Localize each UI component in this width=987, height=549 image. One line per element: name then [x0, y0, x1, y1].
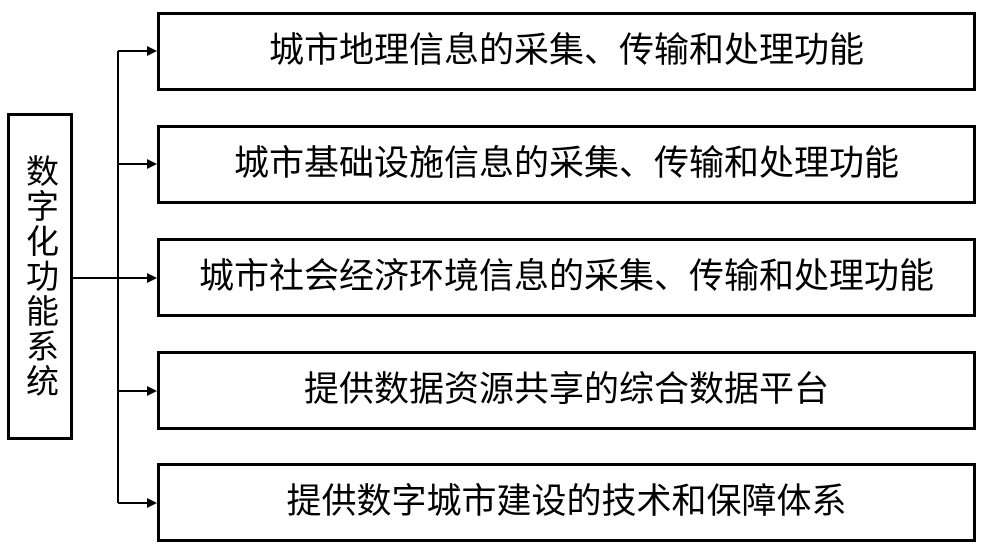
function-label-support-system: 提供数字城市建设的技术和保障体系 [286, 482, 847, 522]
root-node: 数字化功能系统 [7, 113, 73, 440]
function-box-socioeconomic: 城市社会经济环境信息的采集、传输和处理功能 [157, 238, 976, 317]
arrow-head-4 [147, 386, 157, 396]
arrow-head-5 [147, 498, 157, 508]
arrow-head-1 [147, 46, 157, 56]
arrow-head-3 [147, 273, 157, 283]
arrow-head-2 [147, 159, 157, 169]
function-label-geographic: 城市地理信息的采集、传输和处理功能 [268, 31, 864, 71]
function-label-infrastructure: 城市基础设施信息的采集、传输和处理功能 [233, 144, 899, 184]
function-box-data-platform: 提供数据资源共享的综合数据平台 [157, 351, 976, 430]
root-node-label: 数字化功能系统 [20, 154, 60, 399]
function-label-data-platform: 提供数据资源共享的综合数据平台 [303, 370, 829, 410]
function-label-socioeconomic: 城市社会经济环境信息的采集、传输和处理功能 [198, 257, 934, 297]
function-box-infrastructure: 城市基础设施信息的采集、传输和处理功能 [157, 125, 976, 204]
function-box-support-system: 提供数字城市建设的技术和保障体系 [157, 463, 976, 542]
function-box-geographic: 城市地理信息的采集、传输和处理功能 [157, 12, 976, 91]
